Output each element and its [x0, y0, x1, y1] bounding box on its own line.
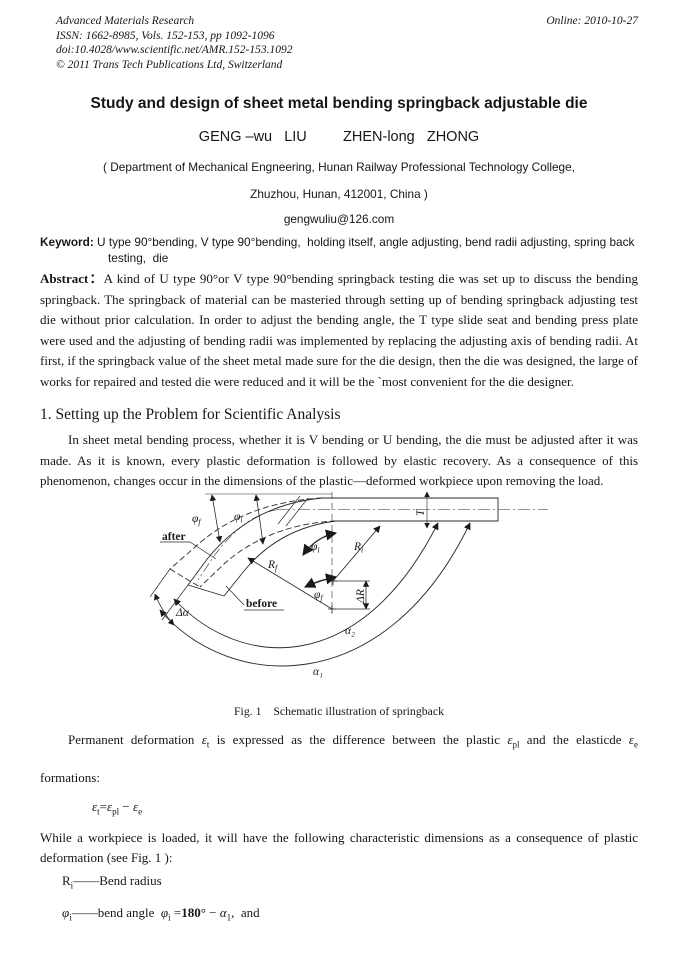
figure-label-phi-i-top: φi — [234, 511, 243, 525]
figure-label-after: after — [162, 531, 186, 543]
diagram-lines — [149, 490, 548, 666]
epsilon-t-symbol: ε — [201, 731, 207, 747]
figure-label-phi-i-mid: φi — [311, 541, 320, 555]
online-date: Online: 2010-10-27 — [546, 15, 638, 27]
keywords-text: U type 90°bending, V type 90°bending, ho… — [93, 235, 638, 265]
abstract-label: Abstract： — [40, 271, 104, 286]
figure-label-phi-f-mid: φf — [314, 589, 324, 603]
figure-label-delta-r: ΔR — [355, 589, 367, 604]
keywords-line: Keyword: U type 90°bending, V type 90°be… — [40, 234, 638, 266]
figure-label-rf: Rf — [267, 559, 279, 573]
angle-180-value: 180° — [181, 904, 206, 920]
figure-1: after before φf φi φi φf Ri Rf Δα ΔR α₂ … — [149, 490, 550, 702]
bend-radius-definition: Ri——Bend radius — [62, 872, 162, 891]
figure-label-thickness: T — [415, 508, 427, 516]
springback-diagram: after before φf φi φi φf Ri Rf Δα ΔR α₂ … — [149, 490, 548, 678]
figure-label-alpha2: α₂ — [345, 625, 355, 637]
keywords-label: Keyword: — [40, 235, 94, 249]
figure-label-before: before — [246, 598, 277, 610]
journal-header: Advanced Materials Research ISSN: 1662-8… — [40, 14, 638, 72]
while-loaded-paragraph: While a workpiece is loaded, it will hav… — [40, 829, 638, 866]
copyright-line: © 2011 Trans Tech Publications Ltd, Swit… — [56, 58, 283, 71]
figure-label-delta-alpha: Δα — [175, 607, 190, 619]
journal-name: Advanced Materials Research — [56, 15, 195, 27]
abstract-paragraph: Abstract：A kind of U type 90°or V type 9… — [40, 269, 638, 392]
paper-title: Study and design of sheet metal bending … — [90, 95, 588, 112]
diagram-labels: after before φf φi φi φf Ri Rf Δα ΔR α₂ … — [162, 508, 427, 678]
affiliation-line2: Zhuzhou, Hunan, 412001, China ) — [250, 187, 428, 201]
issn-line: ISSN: 1662-8985, Vols. 152-153, pp 1092-… — [56, 29, 275, 42]
figure-label-ri: Ri — [353, 541, 363, 555]
section-heading-1: 1. Setting up the Problem for Scientific… — [40, 406, 341, 423]
epsilon-e-symbol: ε — [628, 731, 634, 747]
doi-line: doi:10.4028/www.scientific.net/AMR.152-1… — [56, 44, 293, 56]
figure-label-phi-f-top: φf — [192, 513, 202, 527]
abstract-text: A kind of U type 90°or V type 90°bending… — [40, 271, 638, 389]
affiliation-line1: ( Department of Mechanical Engneering, H… — [103, 160, 575, 174]
section1-paragraph: In sheet metal bending process, whether … — [40, 432, 638, 488]
bend-angle-definition: φi——bend angle φi =180° − α1, and — [62, 904, 260, 923]
figure-label-alpha1: α₁ — [313, 666, 323, 678]
epsilon-pl-symbol: ε — [507, 731, 513, 747]
figure-caption: Fig. 1 Schematic illustration of springb… — [233, 703, 445, 718]
springback-equation: εt=εpl − εe — [92, 799, 143, 817]
journal-header-left: Advanced Materials Research ISSN: 1662-8… — [56, 14, 292, 72]
authors: GENG –wu LIU ZHEN-long ZHONG — [198, 129, 480, 145]
permanent-deformation-paragraph: Permanent deformation εt is expressed as… — [40, 731, 638, 786]
author-email: gengwuliu@126.com — [283, 212, 395, 226]
